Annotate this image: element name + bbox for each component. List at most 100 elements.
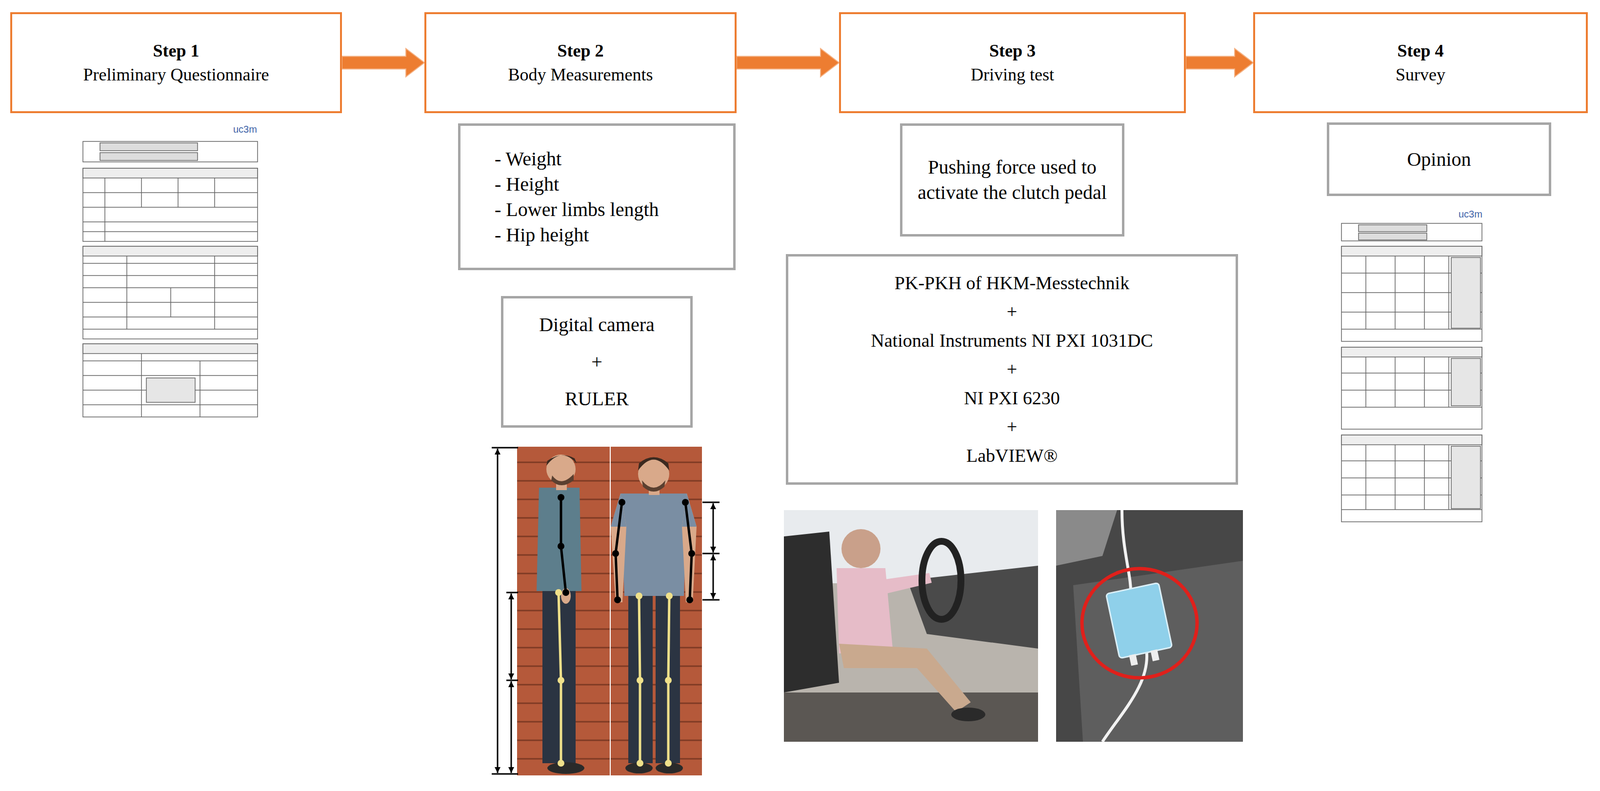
equipment-box: PK-PKH of HKM-Messtechnik+National Instr… [785, 254, 1239, 485]
box-heading: Step 3 [989, 39, 1036, 63]
dimension-tick [702, 599, 720, 601]
photo-background [783, 510, 1039, 742]
joint-dot [664, 760, 672, 767]
hair [638, 457, 670, 472]
arm [610, 493, 627, 603]
dimension-line [510, 681, 513, 774]
box-text: + [1006, 412, 1018, 442]
form-section [82, 168, 258, 242]
form-cell [1358, 233, 1427, 240]
box-text: + [591, 349, 603, 375]
hair [546, 455, 577, 466]
box-heading: Step 1 [152, 39, 200, 63]
dimension-tick [491, 773, 519, 776]
joint-dot [618, 499, 626, 506]
form-section [82, 246, 258, 340]
beard [641, 480, 666, 492]
driving-test-photo [783, 510, 1039, 742]
joint-dot [557, 542, 565, 550]
sensor-connector [1128, 654, 1138, 666]
person-front-view [610, 457, 697, 775]
shoe [547, 762, 585, 775]
box-text: NI PXI 6230 [963, 383, 1060, 413]
box-text: Driving test [970, 62, 1055, 87]
measurement-list-box: - Weight- Height- Lower limbs length- Hi… [458, 123, 736, 271]
box-text: - Lower limbs length [494, 197, 660, 223]
seat [783, 531, 840, 693]
jeans [655, 592, 680, 764]
form-section [82, 343, 258, 418]
logo-text: uc3m [233, 123, 258, 136]
form-section [1341, 347, 1482, 430]
form-cell [1451, 446, 1481, 509]
form-grid [82, 178, 258, 242]
box-text: LabVIEW® [966, 441, 1058, 471]
box-heading: - Weight [494, 146, 562, 172]
box-heading: Digital camera [539, 312, 655, 338]
joint-dot [612, 550, 620, 558]
box-heading: Step 2 [557, 39, 604, 63]
flow-arrow [736, 48, 840, 78]
dimension-tick [702, 501, 720, 504]
jeans [628, 592, 653, 764]
joint-dot [688, 550, 696, 558]
form-grid [1341, 256, 1482, 330]
form-header [82, 141, 258, 162]
questionnaire-thumbnail [82, 141, 258, 418]
description-box: Pushing force used to activate the clutc… [900, 123, 1125, 237]
shirt [536, 487, 582, 592]
form-cell [1451, 358, 1481, 406]
joint-dot [664, 677, 672, 684]
box-text: RULER [564, 386, 629, 412]
form-heading-bar [82, 343, 258, 354]
joint-dot [636, 677, 644, 684]
photo-background [517, 446, 610, 776]
description-box: Opinion [1326, 122, 1552, 197]
dimension-line [712, 503, 715, 553]
form-heading-bar [1341, 246, 1482, 257]
form-section [1341, 435, 1482, 522]
form-grid [1341, 444, 1482, 510]
joint-dot [555, 589, 562, 597]
form-grid [1341, 357, 1482, 408]
joint-dot [681, 499, 689, 506]
flow-arrow [1185, 48, 1254, 78]
step-box: Step 4Survey [1253, 12, 1588, 114]
form-cell [1451, 257, 1481, 329]
step-box: Step 2Body Measurements [424, 12, 737, 114]
box-text: + [1006, 355, 1018, 384]
box-text: - Hip height [494, 222, 589, 248]
sensor-connector [1150, 649, 1160, 662]
survey-thumbnail [1341, 223, 1482, 522]
joint-dot [557, 760, 565, 767]
photo-background [610, 446, 702, 776]
step-box: Step 3Driving test [839, 12, 1186, 114]
pedal-housing [1056, 510, 1118, 566]
box-heading: PK-PKH of HKM-Messtechnik [894, 268, 1130, 298]
joint-dot [686, 596, 694, 604]
form-grid [82, 353, 258, 418]
box-text: Body Measurements [508, 62, 654, 87]
head [841, 529, 881, 569]
sleeve [681, 493, 697, 527]
joint-dot [635, 592, 643, 600]
box-heading: Pushing force used to activate the clutc… [917, 154, 1108, 206]
dimension-line [712, 554, 715, 600]
form-cell [1358, 224, 1427, 232]
hand [560, 588, 571, 604]
joint-dot [665, 592, 673, 600]
box-heading: Step 4 [1397, 39, 1444, 63]
form-section [1341, 246, 1482, 342]
dimension-tick [491, 447, 519, 449]
dimension-tick [506, 680, 519, 682]
tools-box: Digital camera + RULER [500, 296, 693, 428]
flow-arrow [341, 48, 425, 78]
foot [951, 707, 986, 722]
sensor-pad [1105, 582, 1173, 659]
body-measurement-photo [491, 446, 720, 776]
form-heading-bar [1341, 347, 1482, 358]
dimension-tick [702, 553, 720, 555]
highlight-circle [1081, 568, 1198, 679]
person-side-view [536, 454, 585, 775]
force-sensor [1105, 582, 1175, 668]
